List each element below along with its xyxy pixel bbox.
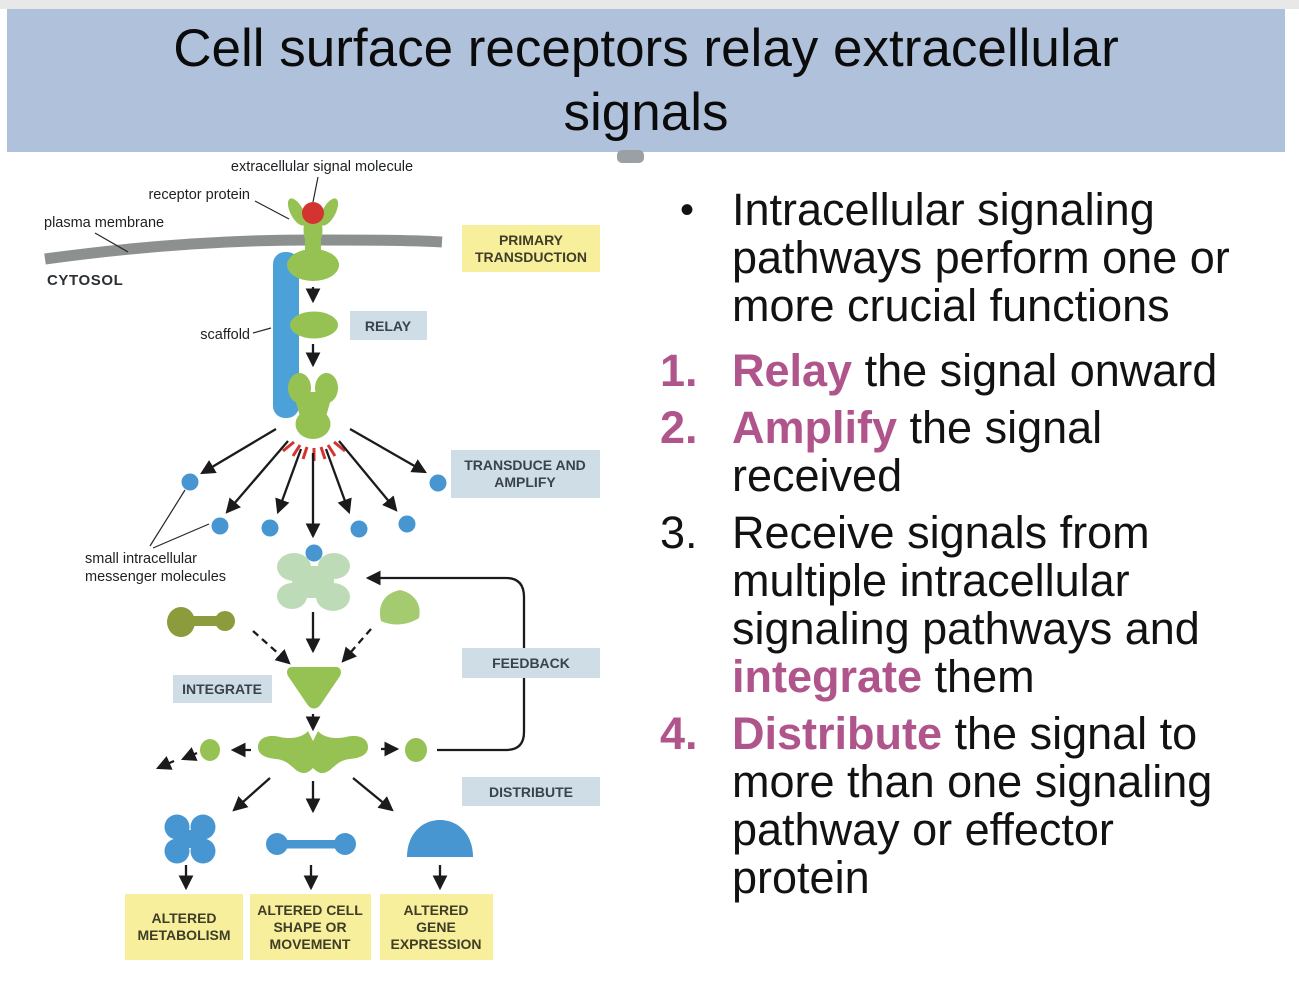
signal-pathway-diagram: extracellular signal molecule receptor p… [44, 150, 644, 960]
altered-cell-shape-box: ALTERED CELL SHAPE OR MOVEMENT [250, 894, 371, 960]
plain-text: them [922, 651, 1035, 702]
distribute-box: DISTRIBUTE [462, 777, 600, 806]
distributed-protein-right [405, 738, 427, 762]
olive-signal-protein [167, 607, 235, 637]
svg-text:INTEGRATE: INTEGRATE [182, 681, 262, 697]
feedback-box: FEEDBACK [462, 648, 600, 678]
label-scaffold: scaffold [200, 327, 250, 343]
keyword-text: Distribute [732, 708, 943, 759]
arrow-diagonal [352, 777, 394, 812]
svg-text:PRIMARY: PRIMARY [499, 232, 564, 248]
item-text: Amplify the signal received [732, 404, 1299, 500]
transduce-amplify-box: TRANSDUCE AND AMPLIFY [451, 450, 600, 498]
arrow-diagonal [232, 777, 271, 812]
dashed-arrow [341, 628, 372, 663]
signal-molecule-ball [302, 202, 324, 224]
label-extracellular-signal-molecule: extracellular signal molecule [231, 159, 413, 175]
integrator-protein-blob [277, 553, 350, 611]
altered-metabolism-box: ALTERED METABOLISM [125, 894, 243, 960]
svg-text:RELAY: RELAY [365, 318, 412, 334]
list-item: 2. Amplify the signal received [660, 404, 1299, 500]
amplifier-enzyme [288, 372, 338, 439]
label-plasma-membrane: plasma membrane [44, 215, 164, 231]
item-number: 4. [660, 708, 698, 759]
item-text: Distribute the signal to more than one s… [732, 710, 1299, 902]
effector-dome [407, 820, 473, 857]
effector-clover [164, 814, 216, 864]
dashed-arrow [252, 630, 291, 665]
label-messengers-line1: small intracellular [85, 551, 197, 567]
small-arrow-left [180, 747, 198, 761]
amplification-arrows [200, 428, 427, 539]
svg-text:TRANSDUCTION: TRANSDUCTION [475, 249, 587, 265]
plain-text: the signal received [732, 402, 1103, 501]
svg-text:METABOLISM: METABOLISM [137, 927, 230, 943]
primary-transduction-box: PRIMARY TRANSDUCTION [462, 225, 600, 272]
leader-line [312, 176, 319, 203]
page-title-line-1: Cell surface receptors relay extracellul… [173, 18, 1119, 78]
page-title-line-2: signals [563, 82, 729, 142]
leader-line [149, 489, 186, 547]
distributor-protein [258, 731, 368, 774]
content-list: • Intracellular signaling pathways perfo… [660, 186, 1299, 911]
svg-text:ALTERED CELL: ALTERED CELL [257, 902, 363, 918]
keyword-text: Amplify [732, 402, 898, 453]
plain-text: Receive signals from multiple intracellu… [732, 507, 1200, 654]
integrate-box: INTEGRATE [173, 675, 272, 703]
item-number: 2. [660, 402, 698, 453]
label-receptor-protein: receptor protein [148, 187, 250, 203]
svg-text:EXPRESSION: EXPRESSION [390, 936, 481, 952]
plain-text: the signal to more than one signaling pa… [732, 708, 1213, 903]
integrator-node [287, 667, 341, 709]
item-number: 3. [660, 507, 698, 558]
svg-text:MOVEMENT: MOVEMENT [270, 936, 351, 952]
messenger-molecule-dots [181, 473, 447, 538]
keyword-text: Relay [732, 345, 853, 396]
label-cytosol: CYTOSOL [47, 272, 123, 289]
relay-protein [290, 311, 338, 339]
distributed-protein-left [200, 739, 220, 761]
svg-text:ALTERED: ALTERED [403, 902, 468, 918]
leader-line [252, 327, 272, 334]
svg-text:GENE: GENE [416, 919, 456, 935]
plain-text: the signal onward [852, 345, 1218, 396]
svg-text:AMPLIFY: AMPLIFY [494, 474, 556, 490]
item-text: Relay the signal onward [732, 347, 1299, 395]
svg-text:ALTERED: ALTERED [151, 910, 216, 926]
item-text: Receive signals from multiple intracellu… [732, 509, 1299, 701]
effector-dumbbell [266, 833, 356, 855]
svg-text:TRANSDUCE AND: TRANSDUCE AND [464, 457, 586, 473]
top-strip [0, 0, 1299, 9]
list-item: 1. Relay the signal onward [660, 347, 1299, 395]
keyword-text: integrate [732, 651, 923, 702]
relay-box: RELAY [350, 311, 427, 340]
messenger-dot-on-blob [305, 544, 323, 562]
list-item: 3. Receive signals from multiple intracel… [660, 509, 1299, 701]
svg-text:SHAPE OR: SHAPE OR [273, 919, 346, 935]
list-item: 4. Distribute the signal to more than one… [660, 710, 1299, 902]
altered-gene-expression-box: ALTERED GENE EXPRESSION [380, 894, 493, 960]
leader-line [94, 232, 129, 253]
bullet-item: • Intracellular signaling pathways perfo… [660, 186, 1299, 330]
label-messengers-line2: messenger molecules [85, 569, 226, 585]
bullet-text: Intracellular signaling pathways perform… [732, 184, 1230, 331]
svg-text:FEEDBACK: FEEDBACK [492, 655, 570, 671]
plasma-membrane [44, 234, 443, 265]
item-number: 1. [660, 345, 698, 396]
image-edge-fragment [617, 150, 644, 163]
small-arrow-left [155, 756, 175, 770]
title-bar: Cell surface receptors relay extracellul… [7, 9, 1285, 152]
svg-text:DISTRIBUTE: DISTRIBUTE [489, 784, 573, 800]
bullet-marker: • [680, 188, 695, 232]
leader-line [152, 523, 210, 549]
leader-line [254, 200, 290, 220]
green-signal-protein [379, 590, 420, 625]
